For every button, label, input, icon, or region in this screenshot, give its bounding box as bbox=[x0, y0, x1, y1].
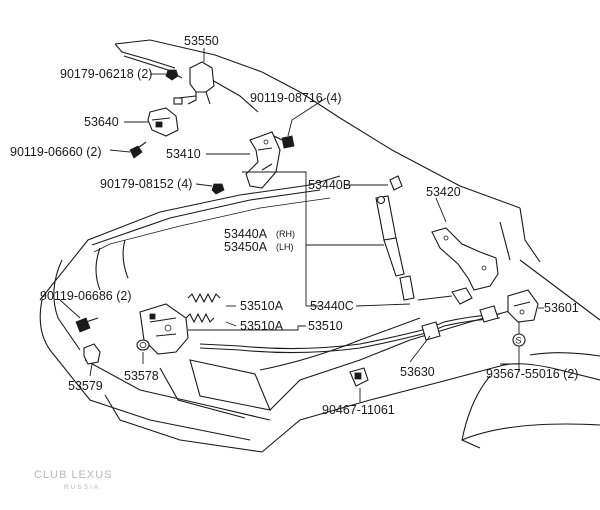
watermark: CLUB LEXUS RUSSIA bbox=[34, 469, 112, 491]
label-90119-06686: 90119-06686 (2) bbox=[40, 289, 132, 303]
part-53579-cushion bbox=[83, 343, 101, 365]
part-90467-11061-clamp bbox=[349, 367, 369, 387]
watermark-line2: RUSSIA bbox=[64, 484, 100, 491]
part-53440b-fitting bbox=[389, 175, 403, 191]
label-90467-11061: 90467-11061 bbox=[322, 403, 395, 417]
part-53601-lever bbox=[507, 289, 539, 323]
label-53510a-upper: 53510A bbox=[240, 299, 284, 313]
label-53601: 53601 bbox=[544, 301, 579, 315]
label-53410: 53410 bbox=[166, 147, 201, 161]
part-53440c-fitting bbox=[417, 287, 473, 305]
part-53510a-spring-lower bbox=[185, 312, 215, 324]
part-90119-06686-bolt bbox=[75, 317, 99, 333]
label-53450a-side: (LH) bbox=[276, 242, 294, 252]
label-90119-06660: 90119-06660 (2) bbox=[10, 145, 102, 159]
label-90119-08716: 90119-08716 (4) bbox=[250, 91, 342, 105]
label-53579: 53579 bbox=[68, 379, 103, 393]
label-53440b: 53440B bbox=[308, 178, 351, 192]
label-53550: 53550 bbox=[184, 34, 219, 48]
label-53440a: 53440A bbox=[224, 227, 268, 241]
part-53550-shape bbox=[173, 61, 215, 105]
label-53578: 53578 bbox=[124, 369, 159, 383]
part-90119-06660-bolt bbox=[129, 141, 147, 159]
clip-marker: S bbox=[512, 322, 526, 372]
label-53440c: 53440C bbox=[310, 299, 354, 313]
part-53410-hinge bbox=[245, 131, 281, 189]
part-53630-cable bbox=[199, 305, 501, 354]
part-90179-06218-nut bbox=[165, 69, 179, 81]
part-53640-shape bbox=[147, 107, 179, 137]
part-90119-08716-bolt bbox=[269, 133, 295, 149]
label-53640: 53640 bbox=[84, 115, 119, 129]
clip-marker-letter: S bbox=[516, 336, 522, 346]
part-labels: 53550 90179-06218 (2) 90119-08716 (4) 53… bbox=[10, 34, 579, 417]
part-53578-grommet bbox=[136, 339, 150, 351]
label-53450a: 53450A bbox=[224, 240, 268, 254]
label-53510a-lower: 53510A bbox=[240, 319, 284, 333]
label-53630: 53630 bbox=[400, 365, 435, 379]
label-93567-55016: 93567-55016 (2) bbox=[486, 367, 578, 381]
label-53440a-side: (RH) bbox=[276, 229, 295, 239]
leader-lines bbox=[59, 48, 544, 402]
hood-panel-outline bbox=[39, 39, 521, 301]
label-53420: 53420 bbox=[426, 185, 461, 199]
car-body-outline bbox=[39, 207, 600, 453]
label-53510: 53510 bbox=[308, 319, 343, 333]
part-53510a-spring-upper bbox=[187, 292, 221, 304]
part-53420-hinge bbox=[431, 227, 499, 291]
part-53440a-strut bbox=[375, 195, 415, 301]
watermark-line1: CLUB LEXUS bbox=[34, 469, 112, 481]
part-90179-08152-nut bbox=[211, 183, 225, 195]
label-90179-08152: 90179-08152 (4) bbox=[100, 177, 192, 191]
label-90179-06218: 90179-06218 (2) bbox=[60, 67, 152, 81]
